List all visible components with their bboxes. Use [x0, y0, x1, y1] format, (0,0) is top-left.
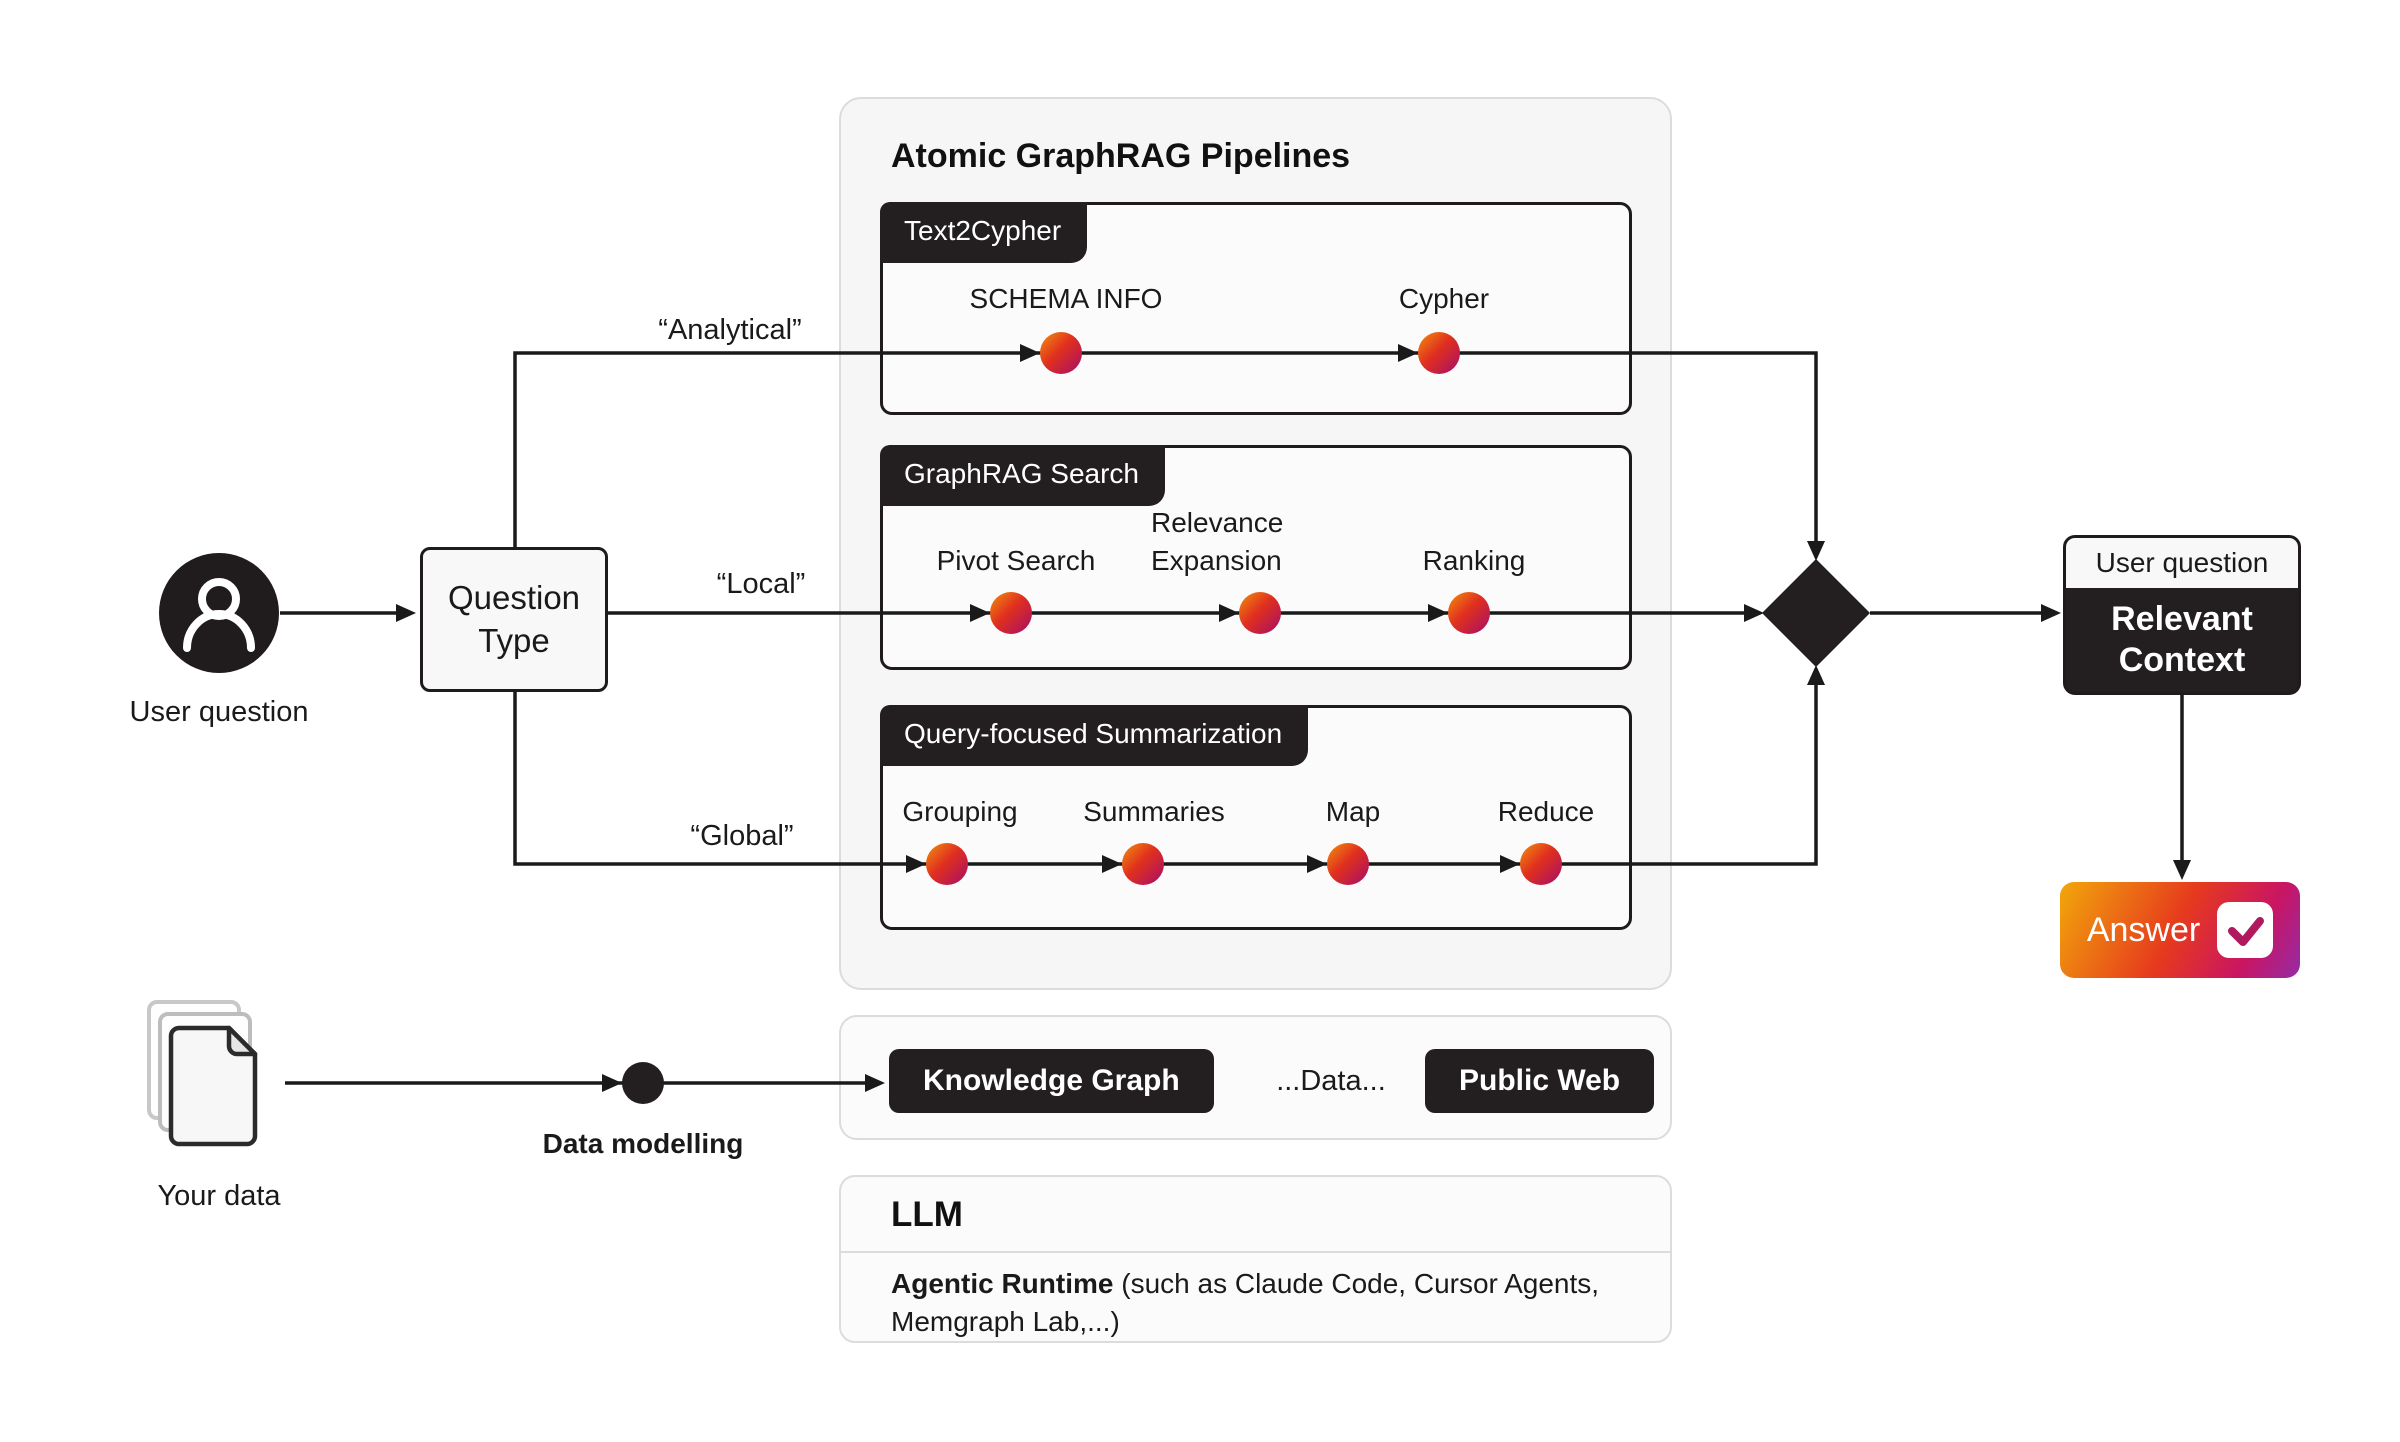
llm-divider [841, 1251, 1670, 1253]
node-label-grouping: Grouping [902, 796, 1018, 827]
route-label-local: “Local” [716, 568, 806, 600]
arrow-into-diamond-bottom [1807, 665, 1825, 685]
your-data-label: Your data [157, 1180, 281, 1212]
llm-box: LLM Agentic Runtime (such as Claude Code… [839, 1175, 1672, 1343]
arrow-into-diamond-top [1807, 541, 1825, 561]
node-label-schema-info: SCHEMA INFO [969, 283, 1163, 314]
question-type-label: Question Type [447, 579, 581, 659]
arrow-into-context-box [2041, 604, 2061, 622]
data-modelling-label: Data modelling [542, 1128, 744, 1159]
question-type-box: Question Type [420, 547, 608, 692]
relevant-context-box: User question Relevant Context [2063, 535, 2301, 695]
llm-title: LLM [891, 1195, 963, 1234]
checkmark-icon [2228, 917, 2265, 946]
pipeline-graphrag-search: GraphRAG Search Pivot Search Relevance E… [880, 445, 1632, 670]
node-label-ranking: Ranking [1422, 545, 1526, 576]
node-label-map: Map [1325, 796, 1381, 827]
pipelines-container: Atomic GraphRAG Pipelines Text2Cypher SC… [839, 97, 1672, 990]
user-avatar [159, 553, 279, 673]
agentic-runtime-rest: (such as Claude Code, Cursor Agents, Mem… [891, 1268, 1600, 1337]
answer-checkbox [2217, 902, 2274, 958]
data-modelling-dot [622, 1062, 664, 1104]
agentic-runtime-bold: Agentic Runtime [891, 1268, 1114, 1299]
node-label-pivot-search: Pivot Search [936, 545, 1096, 576]
merge-diamond [1762, 559, 1870, 667]
pipeline-tag-query-focused: Query-focused Summarization [880, 705, 1309, 766]
data-ellipsis-label: ...Data... [1276, 1065, 1386, 1097]
documents-icon [145, 998, 285, 1155]
answer-button: Answer [2060, 882, 2300, 978]
knowledge-graph-pill: Knowledge Graph [889, 1049, 1214, 1113]
arrow-into-diamond-left [1744, 604, 1764, 622]
pipeline-query-focused-summarization: Query-focused Summarization Grouping Sum… [880, 705, 1632, 930]
user-icon [183, 578, 255, 652]
context-body: Relevant Context [2111, 600, 2253, 679]
agentic-runtime-text: Agentic Runtime (such as Claude Code, Cu… [891, 1265, 1601, 1340]
node-label-cypher: Cypher [1398, 283, 1490, 314]
arrow-into-question-type [396, 604, 416, 622]
node-label-summaries: Summaries [1083, 796, 1225, 827]
arrow-into-answer [2173, 860, 2191, 880]
data-sources-bar: Knowledge Graph ...Data... Public Web [839, 1015, 1672, 1140]
public-web-pill: Public Web [1425, 1049, 1655, 1113]
arrow-before-data-modelling-dot [602, 1074, 622, 1092]
route-label-analytical: “Analytical” [658, 314, 802, 346]
pipeline-tag-graphrag-search: GraphRAG Search [880, 445, 1165, 506]
node-label-relevance-expansion: Relevance Expansion [1151, 507, 1284, 576]
pipeline-text2cypher: Text2Cypher SCHEMA INFO Cypher [880, 202, 1632, 415]
node-label-reduce: Reduce [1497, 796, 1595, 827]
context-header: User question [2066, 538, 2298, 588]
user-question-label: User question [129, 696, 309, 728]
pipelines-title: Atomic GraphRAG Pipelines [891, 137, 1351, 175]
pipeline-tag-text2cypher: Text2Cypher [880, 202, 1088, 263]
answer-label: Answer [2086, 910, 2201, 949]
